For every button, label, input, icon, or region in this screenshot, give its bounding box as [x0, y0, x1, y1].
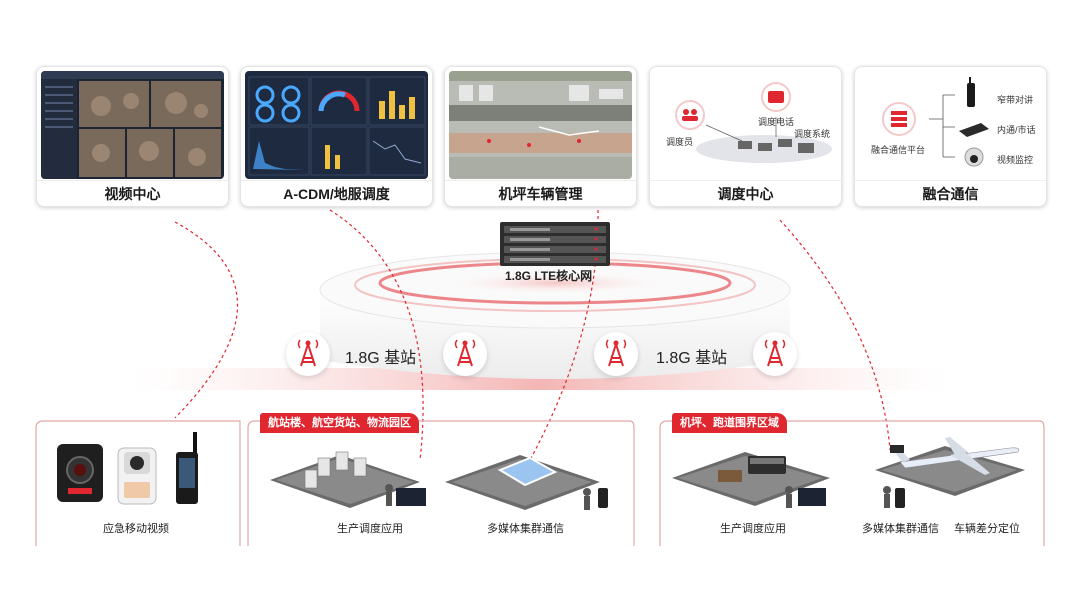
- system-label: 调度系统: [794, 129, 831, 139]
- base-band: [130, 368, 950, 390]
- tower-icon: [753, 332, 797, 376]
- card-dispatch-center[interactable]: 调度员 调度电话 调度系统 调度中心: [649, 66, 842, 207]
- apron-map-screenshot: [449, 71, 632, 179]
- dispatch-illustration: 调度员 调度电话 调度系统: [654, 71, 837, 179]
- bottom-boxes: [35, 420, 1045, 546]
- caption-zone2-positioning: 车辆差分定位: [954, 523, 1020, 535]
- apron-scene: [672, 452, 830, 508]
- zone1-box: [247, 420, 635, 546]
- platform-label: 融合通信平台: [871, 145, 926, 155]
- operator-label: 调度员: [666, 137, 694, 147]
- acdm-dashboard-screenshot: [245, 71, 428, 179]
- caption-zone2-multimedia: 多媒体集群通信: [862, 523, 939, 535]
- card-label: 融合通信: [855, 180, 1046, 206]
- handheld-terminal-icon: [176, 432, 198, 504]
- card-video-center[interactable]: 视频中心: [36, 66, 229, 207]
- left-box: [35, 420, 241, 546]
- body-camera-icon: [57, 444, 103, 502]
- card-label: 机坪车辆管理: [445, 180, 636, 206]
- caption-zone1-dispatch: 生产调度应用: [337, 523, 403, 535]
- base-station-label-1: 1.8G 基站: [345, 350, 417, 367]
- device-label-camera: 视频监控: [997, 155, 1034, 165]
- ptz-camera-icon: [117, 447, 157, 505]
- card-apron-vehicle[interactable]: 机坪车辆管理: [444, 66, 637, 207]
- card-label: 调度中心: [650, 180, 841, 206]
- fusion-illustration: 融合通信平台 窄带对讲 内通/市话 视频监控: [859, 71, 1042, 179]
- phone-label: 调度电话: [758, 117, 795, 127]
- stadium-scene: [445, 455, 608, 510]
- core-network-label: 1.8G LTE核心网: [505, 269, 593, 283]
- tower-icon: [594, 332, 638, 376]
- video-center-screenshot: [41, 71, 224, 179]
- terminal-scene: [270, 451, 426, 508]
- device-label-phone: 内通/市话: [997, 125, 1036, 135]
- device-label-radio: 窄带对讲: [997, 95, 1034, 105]
- card-acdm[interactable]: A-CDM/地服调度: [240, 66, 433, 207]
- platform-glow: [435, 271, 675, 295]
- link-acdm: [329, 209, 424, 461]
- card-label: A-CDM/地服调度: [241, 180, 432, 206]
- zone-tag-terminal: 航站楼、航空货站、物流园区: [260, 413, 419, 433]
- link-dispatch: [779, 219, 891, 451]
- aircraft-scene: [875, 437, 1025, 508]
- zone2-box: [659, 420, 1045, 546]
- card-fusion-comm[interactable]: 融合通信平台 窄带对讲 内通/市话 视频监控 融合通信: [854, 66, 1047, 207]
- core-server-icon: [500, 222, 610, 266]
- base-station-label-2: 1.8G 基站: [656, 350, 728, 367]
- caption-zone1-multimedia: 多媒体集群通信: [487, 523, 564, 535]
- caption-emergency-video: 应急移动视频: [103, 523, 169, 535]
- link-video: [174, 221, 238, 419]
- tower-icon: [443, 332, 487, 376]
- zone-tag-apron: 机坪、跑道围界区域: [672, 413, 787, 433]
- caption-zone2-dispatch: 生产调度应用: [720, 523, 786, 535]
- card-label: 视频中心: [37, 180, 228, 206]
- tower-icon: [286, 332, 330, 376]
